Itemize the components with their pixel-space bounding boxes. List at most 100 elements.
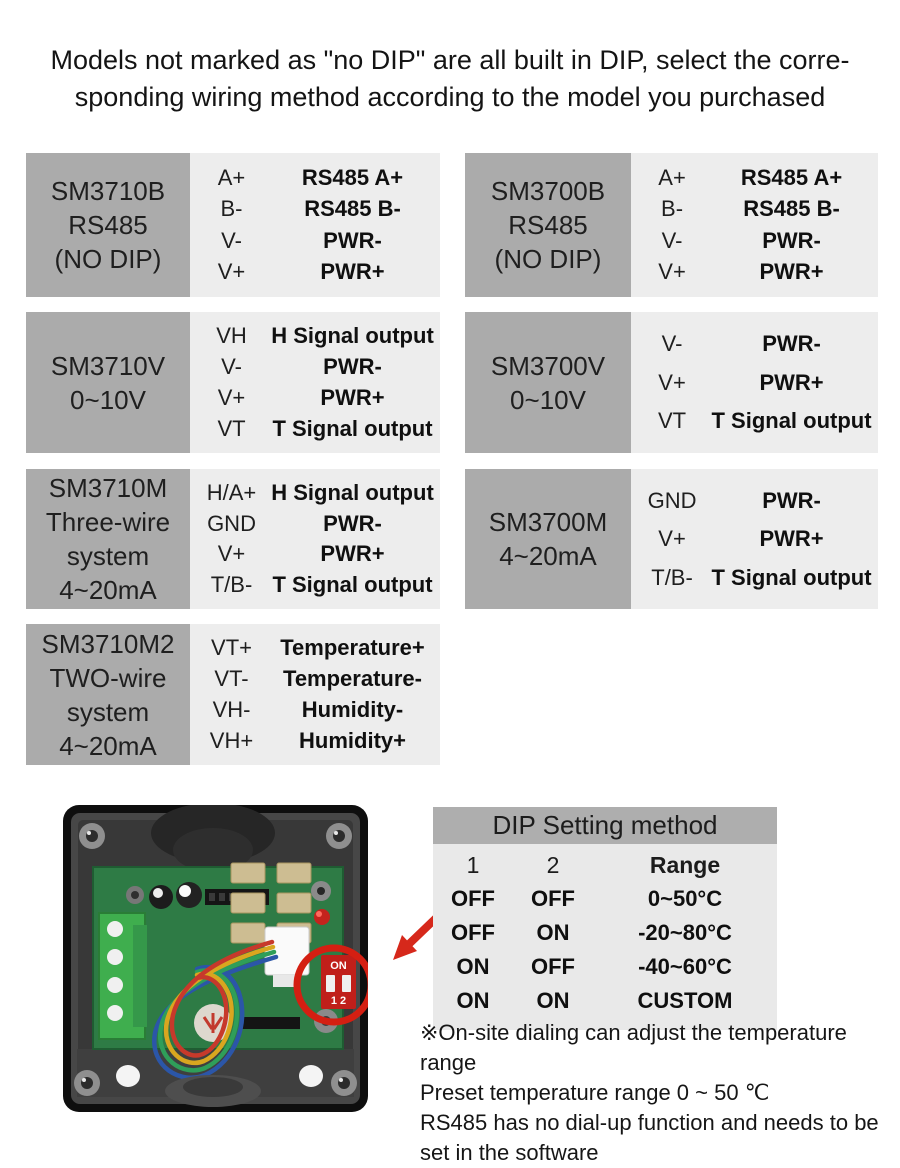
pin-desc: PWR+ [759, 526, 824, 551]
pin-label: A+ [658, 164, 686, 190]
pin-row: H/A+H Signal output [194, 480, 436, 506]
device-photo-illustration: ON 1 2 [63, 803, 375, 1112]
pin-row: V+PWR+ [635, 259, 874, 285]
sticker-mark [202, 1013, 224, 1033]
dip-col-1: 1 [466, 851, 480, 878]
pin-label: VH+ [209, 728, 254, 753]
pin-desc: T Signal output [711, 408, 872, 434]
wiring-table-sm3710m: SM3710M Three-wire system 4~20mA H/A+H S… [26, 469, 440, 609]
pin-label: B- [220, 196, 243, 222]
capacitors [126, 882, 202, 909]
pin-desc: PWR- [323, 354, 382, 379]
wiring-table-sm3710b: SM3710B RS485 (NO DIP) A+RS485 A+ B-RS48… [26, 153, 440, 297]
note-line: RS485 has no dial-up function and needs … [420, 1110, 879, 1165]
dip-range: CUSTOM [637, 988, 733, 1013]
mount-hole-left [116, 1065, 140, 1087]
pin-label: V- [661, 330, 683, 356]
pin-desc: RS485 B- [743, 196, 840, 222]
dip-range: -40~60°C [638, 954, 732, 979]
wiring-table-sm3700b: SM3700B RS485 (NO DIP) A+ RS485 A+ B- RS48… [465, 153, 878, 297]
pin-list: A+ RS485 A+ B- RS485 B- V- PWR- V+PWR+ [631, 153, 878, 297]
pin-row: V-PWR- [194, 228, 436, 254]
pin-row: V+PWR+ [194, 541, 436, 567]
pin-label: GND [207, 510, 256, 536]
dip-column-headers: 1 2 Range [433, 848, 777, 882]
pin-label: V+ [217, 259, 246, 285]
dip-table-title: DIP Setting method [433, 807, 777, 844]
pin-desc: H Signal output [271, 323, 434, 348]
pin-desc: PWR- [762, 330, 821, 356]
pin-label: V+ [658, 526, 686, 551]
terminal-block [98, 912, 147, 1040]
device-photo: ON 1 2 [63, 803, 375, 1112]
pin-desc: RS485 A+ [740, 164, 843, 190]
pin-label: VT- [214, 666, 249, 691]
pin-label: V+ [658, 259, 686, 285]
model-cell: SM3700B RS485 (NO DIP) [465, 153, 631, 297]
dip-sw2: OFF [531, 886, 575, 911]
model-cell: SM3700M 4~20mA [465, 469, 631, 609]
pin-row: VT+Temperature+ [194, 635, 436, 661]
dip-sw1: ON [456, 954, 490, 979]
pin-row: B- RS485 B- [194, 196, 436, 222]
pin-row: VT T Signal output [194, 416, 436, 442]
pin-desc: PWR- [762, 227, 821, 253]
dip-row: OFF ON -20~80°C [433, 916, 777, 950]
pin-label: V- [221, 354, 242, 379]
pin-desc: RS485 B- [304, 196, 401, 222]
mount-hole-right [299, 1065, 323, 1087]
pin-desc: PWR+ [320, 541, 385, 567]
dip-row: ON OFF -40~60°C [433, 950, 777, 984]
model-cell: SM3710V 0~10V [26, 312, 190, 453]
pin-row: V+PWR+ [635, 370, 874, 396]
corner-screws [74, 823, 357, 1096]
pin-desc: PWR+ [759, 369, 824, 395]
pin-row: A+ RS485 A+ [635, 165, 874, 191]
pin-label: V- [661, 227, 683, 253]
pin-desc: Temperature- [283, 666, 422, 691]
pin-desc: T Signal output [272, 416, 433, 441]
dip-col-2: 2 [546, 851, 560, 878]
pin-desc: PWR- [323, 510, 382, 536]
pin-row: V+PWR+ [194, 385, 436, 411]
pin-label: V+ [217, 385, 246, 410]
pin-label: VH- [212, 697, 251, 722]
dip-sw2: OFF [531, 954, 575, 979]
dip-setting-table: DIP Setting method 1 2 Range OFF OFF 0~5… [433, 807, 777, 1030]
pin-label: VT [217, 416, 246, 441]
model-cell: SM3710M2 TWO-wire system 4~20mA [26, 624, 190, 765]
pin-label: T/B- [651, 564, 693, 590]
pin-row: V- PWR- [194, 354, 436, 380]
cable-gland-inner [183, 1077, 243, 1097]
dip-range: -20~80°C [638, 920, 732, 945]
dip-col-range: Range [649, 851, 721, 878]
pin-row: V+PWR+ [194, 259, 436, 285]
pin-row: A+RS485 A+ [194, 165, 436, 191]
pin-row: VT T Signal output [635, 408, 874, 434]
pin-label: T/B- [210, 572, 253, 598]
pin-desc: Humidity- [301, 697, 404, 722]
pin-list: V- PWR- V+PWR+ VT T Signal output [631, 312, 878, 453]
white-connector [264, 926, 310, 987]
pin-desc: PWR- [762, 487, 821, 513]
sensor-cap-inner [173, 828, 253, 872]
pin-desc: Humidity+ [299, 728, 406, 753]
dip-sw2: ON [536, 920, 570, 945]
pin-label: VT [657, 408, 687, 434]
dip-range: 0~50°C [647, 886, 723, 911]
pin-label: B- [661, 196, 684, 222]
pin-row: VT- Temperature- [194, 666, 436, 692]
pin-row: V- PWR- [635, 228, 874, 254]
wiring-table-sm3710m2: SM3710M2 TWO-wire system 4~20mA VT+Tempe… [26, 624, 440, 765]
dip-sw2: ON [536, 988, 570, 1013]
pin-label: A+ [217, 164, 246, 190]
pin-row: B- RS485 B- [635, 196, 874, 222]
notes: ※On-site dialing can adjust the temperat… [420, 1018, 900, 1168]
pin-row: VH+ Humidity+ [194, 728, 436, 754]
pin-row: V- PWR- [635, 331, 874, 357]
